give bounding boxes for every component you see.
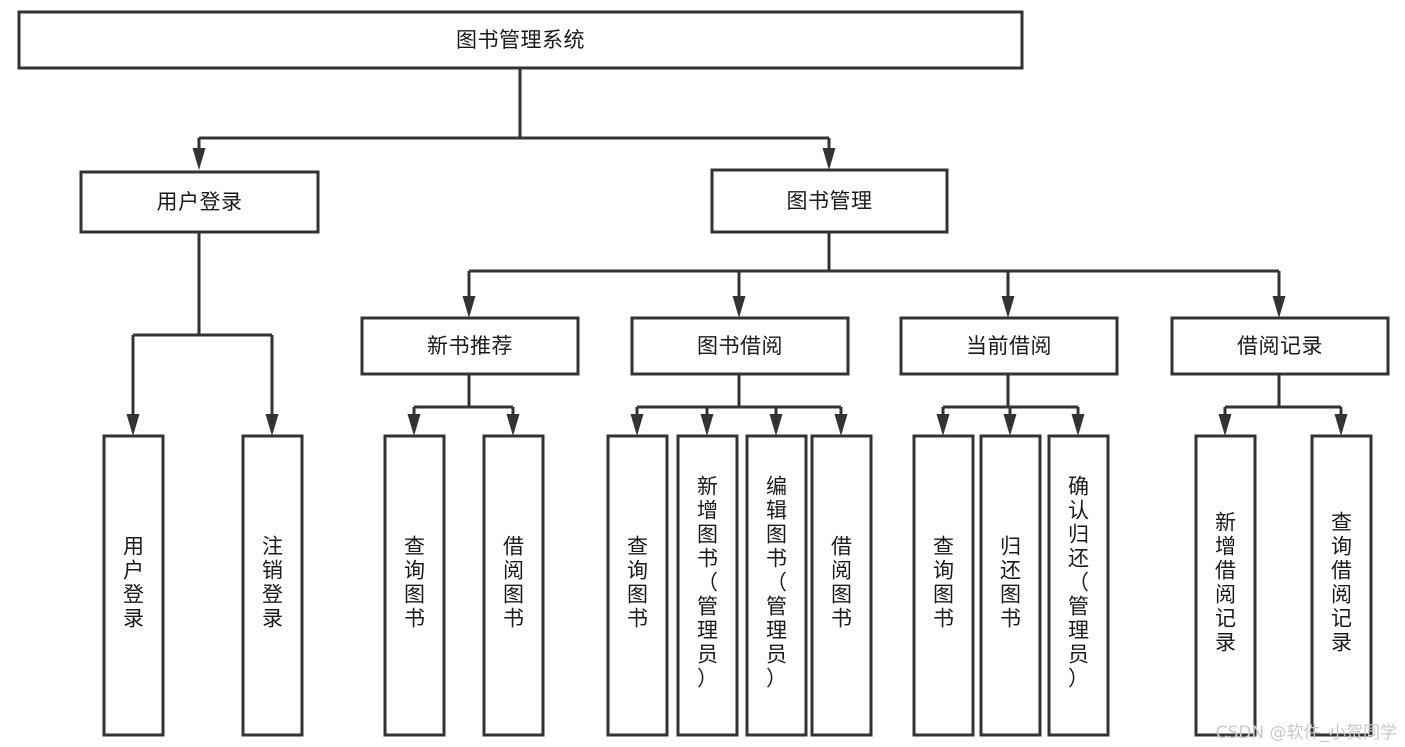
- node-box: [17, 10, 1024, 70]
- node-label: 编辑图书（管理员）: [766, 475, 787, 691]
- connector-c-recommend-bus: [407, 374, 520, 436]
- node-box: [899, 316, 1119, 376]
- node-box: [482, 434, 545, 737]
- node-box: [1310, 434, 1373, 737]
- node-box: [1170, 316, 1390, 376]
- node-label: 图书借阅: [697, 334, 783, 358]
- node-label: 归还图书: [1000, 535, 1021, 631]
- leaf-node-leaf-edit-book-admin[interactable]: 编辑图书（管理员）: [745, 434, 808, 737]
- node-label: 查询图书: [933, 535, 954, 631]
- leaf-node-leaf-add-borrow-record[interactable]: 新增借阅记录: [1194, 434, 1257, 737]
- node-box: [912, 434, 975, 737]
- leaf-node-leaf-user-login[interactable]: 用户登录: [102, 434, 165, 737]
- connector-c-bookmanage-bus: [462, 232, 1286, 318]
- leaf-node-leaf-logout-login[interactable]: 注销登录: [241, 434, 304, 737]
- leaf-node-leaf-confirm-return-admin[interactable]: 确认归还（管理员）: [1047, 434, 1110, 737]
- leaf-node-leaf-query-borrow-record[interactable]: 查询借阅记录: [1310, 434, 1373, 737]
- node-box: [676, 434, 739, 737]
- node-label: 图书管理系统: [456, 28, 585, 52]
- node-box: [810, 434, 873, 737]
- leaf-node-leaf-query-book-borrow[interactable]: 查询图书: [606, 434, 669, 737]
- node-box: [606, 434, 669, 737]
- level1-node-book-manage[interactable]: 图书管理: [710, 168, 949, 234]
- node-box: [1194, 434, 1257, 737]
- connector-c-userlogin-bus: [126, 232, 279, 436]
- connector-c-record-bus: [1218, 374, 1348, 436]
- node-box: [79, 170, 320, 234]
- node-label: 借阅记录: [1237, 334, 1323, 358]
- node-label: 新增借阅记录: [1215, 511, 1236, 655]
- level1-node-user-login[interactable]: 用户登录: [79, 170, 320, 234]
- node-label: 借阅图书: [503, 535, 524, 631]
- root-node-root[interactable]: 图书管理系统: [17, 10, 1024, 70]
- leaf-node-leaf-query-book-current[interactable]: 查询图书: [912, 434, 975, 737]
- node-box: [102, 434, 165, 737]
- node-label: 新书推荐: [427, 334, 513, 358]
- level2-node-current-borrow[interactable]: 当前借阅: [899, 316, 1119, 376]
- node-label: 新增图书（管理员）: [697, 475, 718, 691]
- level2-node-borrow-record[interactable]: 借阅记录: [1170, 316, 1390, 376]
- node-box: [630, 316, 850, 376]
- leaf-node-leaf-query-book-recommend[interactable]: 查询图书: [383, 434, 446, 737]
- node-box: [979, 434, 1042, 737]
- node-label: 查询图书: [404, 535, 425, 631]
- node-label: 用户登录: [123, 535, 144, 631]
- leaf-node-leaf-add-book-admin[interactable]: 新增图书（管理员）: [676, 434, 739, 737]
- node-box: [745, 434, 808, 737]
- node-box: [383, 434, 446, 737]
- node-label: 注销登录: [262, 535, 283, 631]
- leaf-node-leaf-borrow-book[interactable]: 借阅图书: [810, 434, 873, 737]
- node-label: 当前借阅: [966, 334, 1052, 358]
- level2-node-new-book-recommend[interactable]: 新书推荐: [360, 316, 580, 376]
- node-box: [241, 434, 304, 737]
- connector-c-current-bus: [936, 374, 1085, 436]
- node-label: 查询借阅记录: [1331, 511, 1352, 655]
- connector-layer: [126, 68, 1348, 436]
- node-layer: 图书管理系统用户登录图书管理新书推荐图书借阅当前借阅借阅记录用户登录注销登录查询…: [17, 10, 1390, 737]
- node-label: 确认归还（管理员）: [1068, 475, 1089, 691]
- node-box: [1047, 434, 1110, 737]
- node-label: 查询图书: [627, 535, 648, 631]
- node-box: [710, 168, 949, 234]
- node-box: [360, 316, 580, 376]
- node-label: 图书管理: [787, 189, 873, 213]
- node-label: 借阅图书: [831, 535, 852, 631]
- leaf-node-leaf-borrow-book-recommend[interactable]: 借阅图书: [482, 434, 545, 737]
- connector-c-borrow-bus: [630, 374, 848, 436]
- leaf-node-leaf-return-book[interactable]: 归还图书: [979, 434, 1042, 737]
- level2-node-book-borrow[interactable]: 图书借阅: [630, 316, 850, 376]
- connector-c-root-bus: [192, 68, 836, 170]
- node-label: 用户登录: [157, 190, 243, 214]
